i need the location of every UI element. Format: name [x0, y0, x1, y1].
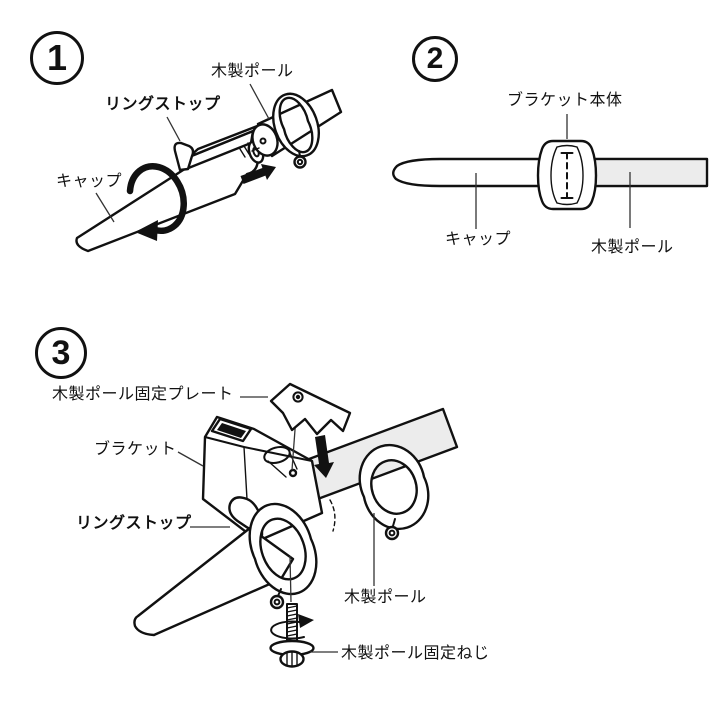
alignment-line: [289, 555, 292, 603]
curtain-ring: [358, 443, 430, 541]
label-ring-stop: リングストップ: [76, 515, 192, 532]
label-cap: キャップ: [56, 173, 123, 190]
fixing-plate-part: [269, 382, 352, 436]
rotate-arrow-icon: [126, 163, 187, 241]
hidden-edge: [329, 499, 336, 532]
step1-artwork: [75, 83, 343, 253]
label-pole: 木製ポール: [211, 63, 294, 80]
leader-line: [249, 83, 270, 120]
ring-stop-ring: [248, 502, 318, 610]
label-fixing-screw: 木製ポール固定ねじ: [341, 645, 490, 662]
step2-artwork: [392, 114, 709, 229]
insert-arrow-icon: [240, 164, 276, 184]
step3-artwork: [133, 382, 459, 668]
bracket-body-part: [536, 139, 598, 211]
leader-line: [177, 451, 204, 467]
label-pole: 木製ポール: [591, 239, 674, 256]
curtain-ring: [272, 92, 320, 169]
step-number-3: 3: [35, 327, 87, 379]
leader-line: [166, 116, 181, 142]
label-cap: キャップ: [445, 231, 512, 248]
label-ring-stop: リングストップ: [105, 96, 221, 113]
step-number-1: 1: [30, 31, 84, 85]
label-pole: 木製ポール: [344, 589, 427, 606]
down-arrow-icon: [314, 435, 334, 478]
fixing-screw-part: [269, 603, 315, 668]
screw-rotate-arrow-icon: [270, 614, 314, 640]
step-number-2: 2: [412, 36, 458, 82]
pole-shading: [593, 160, 706, 185]
label-bracket: ブラケット: [94, 441, 177, 458]
label-fixing-plate: 木製ポール固定プレート: [52, 386, 234, 403]
cap-part: [75, 138, 260, 253]
label-bracket-body: ブラケット本体: [507, 92, 623, 109]
leader-line: [95, 192, 115, 223]
